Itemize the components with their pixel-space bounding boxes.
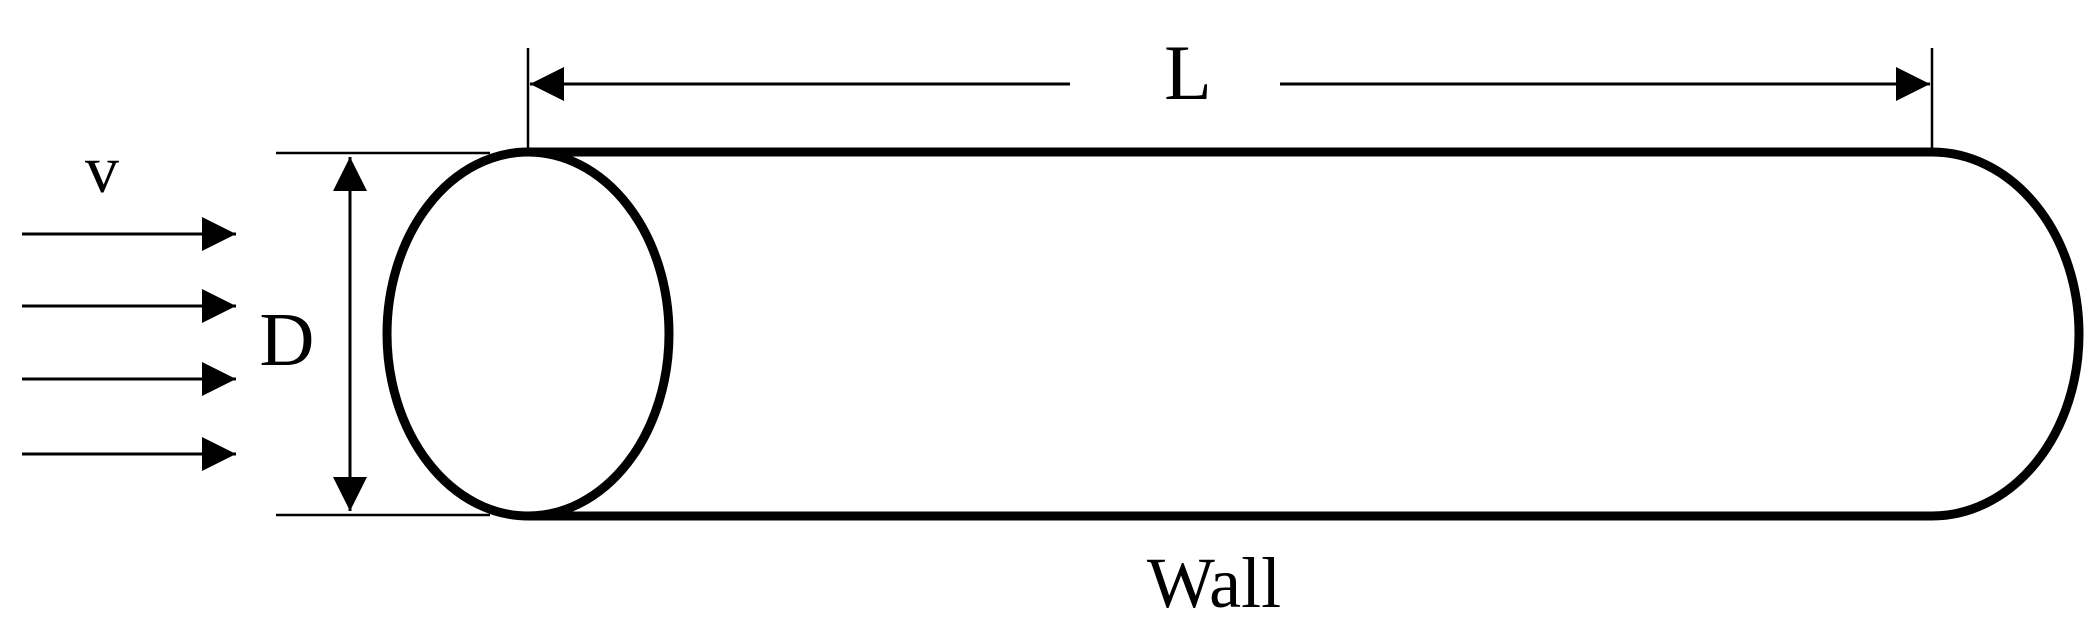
velocity-label: v [85, 131, 119, 207]
pipe-body-outline [528, 147, 2084, 521]
diameter-dimension: D [260, 151, 490, 517]
length-label: L [1164, 29, 1212, 116]
diameter-label: D [260, 298, 315, 382]
wall-label: Wall [1147, 543, 1281, 623]
pipe [382, 147, 2084, 521]
length-dimension: L [526, 29, 1934, 148]
inflow: v [22, 131, 236, 471]
pipe-inlet-ellipse [382, 147, 674, 521]
